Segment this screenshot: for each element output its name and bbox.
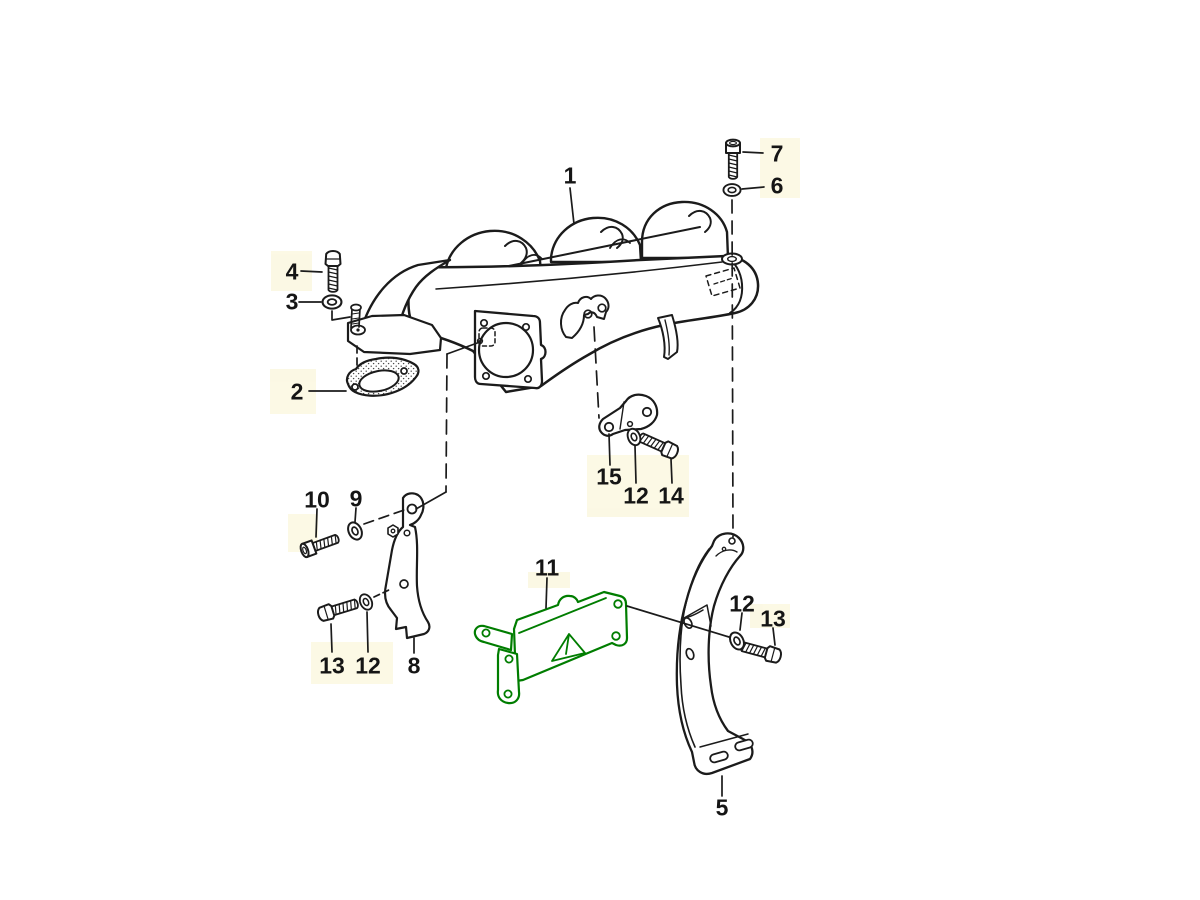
manifold-stud (350, 303, 362, 329)
manifold-clip (560, 294, 610, 339)
part-callout-10-9[interactable]: 10 (304, 486, 330, 513)
part-callout-4-3[interactable]: 4 (285, 258, 299, 285)
part-callout-12-12[interactable]: 12 (355, 652, 381, 679)
manifold-foot (346, 313, 443, 356)
part-callout-7-1[interactable]: 7 (770, 140, 784, 167)
small-bracket-drawing[interactable] (598, 393, 659, 437)
part-callout-12-15[interactable]: 12 (729, 590, 755, 617)
washer-9 (344, 519, 366, 543)
washer-6 (722, 183, 742, 197)
washer-3 (321, 294, 343, 310)
washer-12-left (356, 591, 376, 613)
manifold-dashed-detail (705, 267, 741, 297)
bolt-13-left (315, 595, 361, 624)
part-callout-5-17[interactable]: 5 (715, 794, 729, 821)
intake-manifold-drawing[interactable] (346, 200, 760, 394)
curved-support-bracket-drawing[interactable] (675, 532, 754, 775)
leader-lines (298, 151, 776, 797)
green-support-bracket-drawing[interactable] (473, 590, 629, 705)
strap-bracket-drawing[interactable] (383, 492, 431, 640)
part-callout-2-5[interactable]: 2 (290, 378, 304, 405)
part-callout-3-4[interactable]: 3 (285, 288, 299, 315)
bolt-13-right (738, 638, 784, 666)
gasket-drawing[interactable] (345, 356, 420, 397)
part-callout-9-10[interactable]: 9 (349, 485, 363, 512)
part-callout-1-0[interactable]: 1 (563, 162, 577, 189)
part-callout-8-13[interactable]: 8 (407, 652, 421, 679)
bolt-7 (725, 138, 741, 180)
bolt-4 (324, 250, 342, 293)
part-callout-14-8[interactable]: 14 (658, 482, 684, 509)
part-callout-13-16[interactable]: 13 (760, 605, 786, 632)
part-callout-12-7[interactable]: 12 (623, 482, 649, 509)
part-callout-6-2[interactable]: 6 (770, 172, 784, 199)
part-callout-11-14[interactable]: 11 (534, 554, 560, 581)
part-callout-15-6[interactable]: 15 (596, 463, 622, 490)
part-callout-13-11[interactable]: 13 (319, 652, 345, 679)
